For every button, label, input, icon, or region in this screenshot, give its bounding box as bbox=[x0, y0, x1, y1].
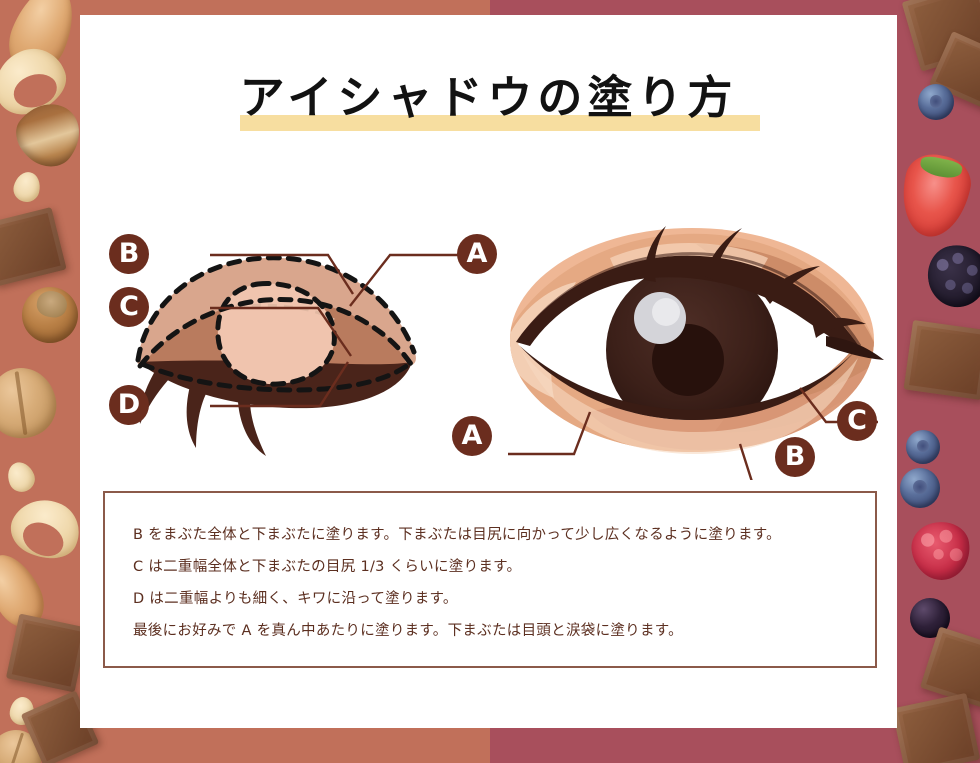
label-badge-a[interactable]: A bbox=[457, 234, 497, 274]
instruction-line: 最後にお好みで A を真ん中あたりに塗ります。下まぶたは目頭と涙袋に塗ります。 bbox=[133, 623, 683, 639]
leader-line-d bbox=[210, 361, 350, 408]
title-highlight-bar bbox=[240, 115, 760, 131]
zone-d-dashed-outline bbox=[139, 359, 415, 393]
leader-line-c bbox=[210, 306, 352, 357]
label-badge-b[interactable]: B bbox=[775, 437, 815, 477]
content-card: アイシャドウの塗り方 bbox=[80, 15, 897, 728]
eyelash-group bbox=[644, 226, 866, 338]
eyeshadow-zone-map-diagram bbox=[135, 253, 458, 456]
leader-line-a bbox=[508, 411, 592, 456]
label-badge-b[interactable]: B bbox=[109, 234, 149, 274]
label-badge-d[interactable]: D bbox=[109, 385, 149, 425]
zone-c-dashed-outline bbox=[137, 296, 414, 369]
instruction-line: C は二重幅全体と下まぶたの目尻 1/3 くらいに塗ります。 bbox=[133, 559, 522, 575]
zone-b-dashed-outline bbox=[135, 255, 417, 363]
page-title: アイシャドウの塗り方 bbox=[80, 67, 897, 129]
eyelash-group bbox=[139, 366, 266, 456]
instruction-line: B をまぶた全体と下まぶたに塗ります。下まぶたは目尻に向かって少し広くなるように… bbox=[133, 527, 781, 543]
iris-highlight-soft bbox=[652, 298, 680, 326]
label-badge-c[interactable]: C bbox=[837, 401, 877, 441]
page-title-text: アイシャドウの塗り方 bbox=[239, 71, 738, 124]
upper-lid-crease bbox=[520, 252, 862, 347]
eyeliner-wing bbox=[826, 336, 884, 360]
leader-line-b bbox=[738, 443, 753, 480]
leader-line-group bbox=[210, 253, 458, 408]
zone-a-dashed-outline bbox=[215, 281, 337, 387]
leader-line-a bbox=[349, 253, 458, 307]
instruction-box: B をまぶた全体と下まぶたに塗ります。下まぶたは目尻に向かって少し広くなるように… bbox=[103, 491, 877, 668]
label-badge-c[interactable]: C bbox=[109, 287, 149, 327]
instruction-line: D は二重幅よりも細く、キワに沿って塗ります。 bbox=[133, 591, 458, 607]
upper-lash-line bbox=[516, 255, 860, 349]
finished-eye-diagram bbox=[508, 226, 884, 480]
lower-lid-highlight bbox=[522, 352, 858, 454]
leader-line-b bbox=[210, 253, 355, 295]
iris-group bbox=[606, 264, 778, 420]
lower-lash-line bbox=[520, 346, 856, 420]
label-badge-a[interactable]: A bbox=[452, 416, 492, 456]
